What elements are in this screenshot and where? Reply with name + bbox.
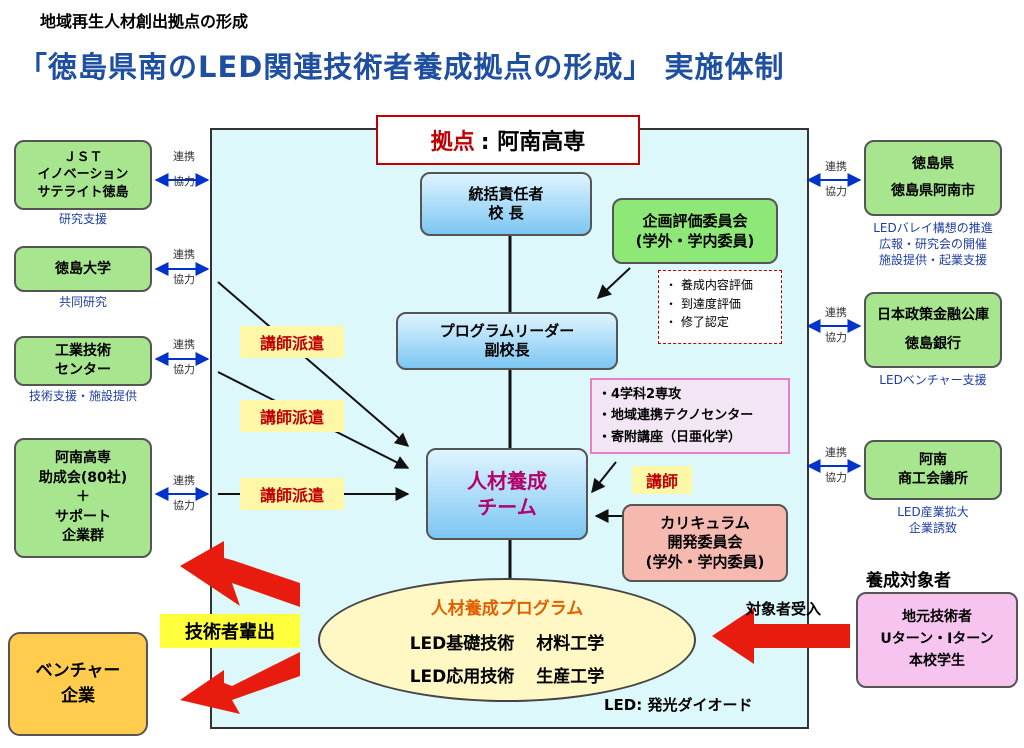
industry-center-caption: 技術支援・施設提供 xyxy=(28,389,137,403)
dispatch-label: 講師派遣 xyxy=(240,478,344,510)
program-row: LED基礎技術材料工学 xyxy=(410,629,605,654)
program-item: 材料工学 xyxy=(536,633,605,654)
tokushima-univ-caption: 共同研究 xyxy=(58,295,107,309)
target-heading: 養成対象者 xyxy=(866,571,951,591)
output-arrow-lower xyxy=(180,652,300,714)
jst-caption: 研究支援 xyxy=(58,212,107,226)
curriculum-box: カリキュラム開発委員会(学外・学内委員) xyxy=(622,504,788,582)
eval-items-box: ・ 養成内容評価・ 到達度評価・ 修了認定 xyxy=(658,270,782,344)
link-label: 連携協力 xyxy=(173,474,195,512)
lecturer-label: 講師 xyxy=(632,466,692,494)
program-row: LED応用技術生産工学 xyxy=(410,662,605,687)
program-ellipse: 人材養成プログラム LED基礎技術材料工学 LED応用技術生産工学 xyxy=(318,578,696,702)
page-title: 「徳島県南のLED関連技術者養成拠点の形成」 実施体制 xyxy=(18,50,785,84)
link-label: 連携協力 xyxy=(173,338,195,376)
hub-label-red: 拠点 xyxy=(430,130,475,155)
committee-box: 企画評価委員会(学外・学内委員) xyxy=(612,198,778,264)
team-box: 人材養成チーム xyxy=(426,448,588,540)
accept-arrow xyxy=(712,608,850,664)
accept-label: 対象者受入 xyxy=(746,600,822,618)
hub-label-name: : 阿南高専 xyxy=(480,130,586,155)
tokushima-univ-box: 徳島大学 xyxy=(14,246,152,292)
venture-box: ベンチャー企業 xyxy=(8,632,148,736)
link-label: 連携協力 xyxy=(173,150,195,188)
led-note: LED: 発光ダイオード xyxy=(604,696,753,714)
output-arrow-upper xyxy=(180,541,300,607)
dept-arrow xyxy=(591,461,617,494)
tokushima-pref-caption: LEDバレイ構想の推進広報・研究会の開催施設提供・起業支援 xyxy=(873,221,993,268)
output-label: 技術者輩出 xyxy=(160,614,300,648)
industry-center-box: 工業技術センター xyxy=(14,336,152,386)
finance-box: 日本政策金融公庫徳島銀行 xyxy=(864,292,1002,368)
dispatch-label: 講師派遣 xyxy=(240,400,344,432)
program-item: 生産工学 xyxy=(536,666,605,687)
link-label: 連携協力 xyxy=(173,248,195,286)
hub-label: 拠点 : 阿南高専 xyxy=(376,115,640,165)
link-label: 連携協力 xyxy=(825,306,847,344)
dispatch-label: 講師派遣 xyxy=(240,326,344,358)
program-item: LED基礎技術 xyxy=(409,633,515,654)
program-item: LED応用技術 xyxy=(409,666,515,687)
chamber-box: 阿南商工会議所 xyxy=(864,440,1002,500)
director-box: 統括責任者校 長 xyxy=(420,172,592,236)
dept-items-box: ・4学科2専攻・地域連携テクノセンター・寄附講座（日亜化学） xyxy=(590,378,790,454)
tokushima-pref-box: 徳島県徳島県阿南市 xyxy=(864,140,1002,216)
committee-arrow xyxy=(596,267,631,299)
finance-caption: LEDベンチャー支援 xyxy=(879,373,987,387)
program-title: 人材養成プログラム xyxy=(430,598,584,619)
supertitle: 地域再生人材創出拠点の形成 xyxy=(40,12,249,31)
leader-box: プログラムリーダー副校長 xyxy=(396,312,618,370)
chamber-caption: LED産業拡大企業誘致 xyxy=(897,505,969,536)
link-label: 連携協力 xyxy=(825,160,847,198)
dispatch-arrow xyxy=(217,281,410,447)
link-label: 連携協力 xyxy=(825,446,847,484)
anan-support-box: 阿南高専助成会(80社)＋サポート企業群 xyxy=(14,438,152,558)
